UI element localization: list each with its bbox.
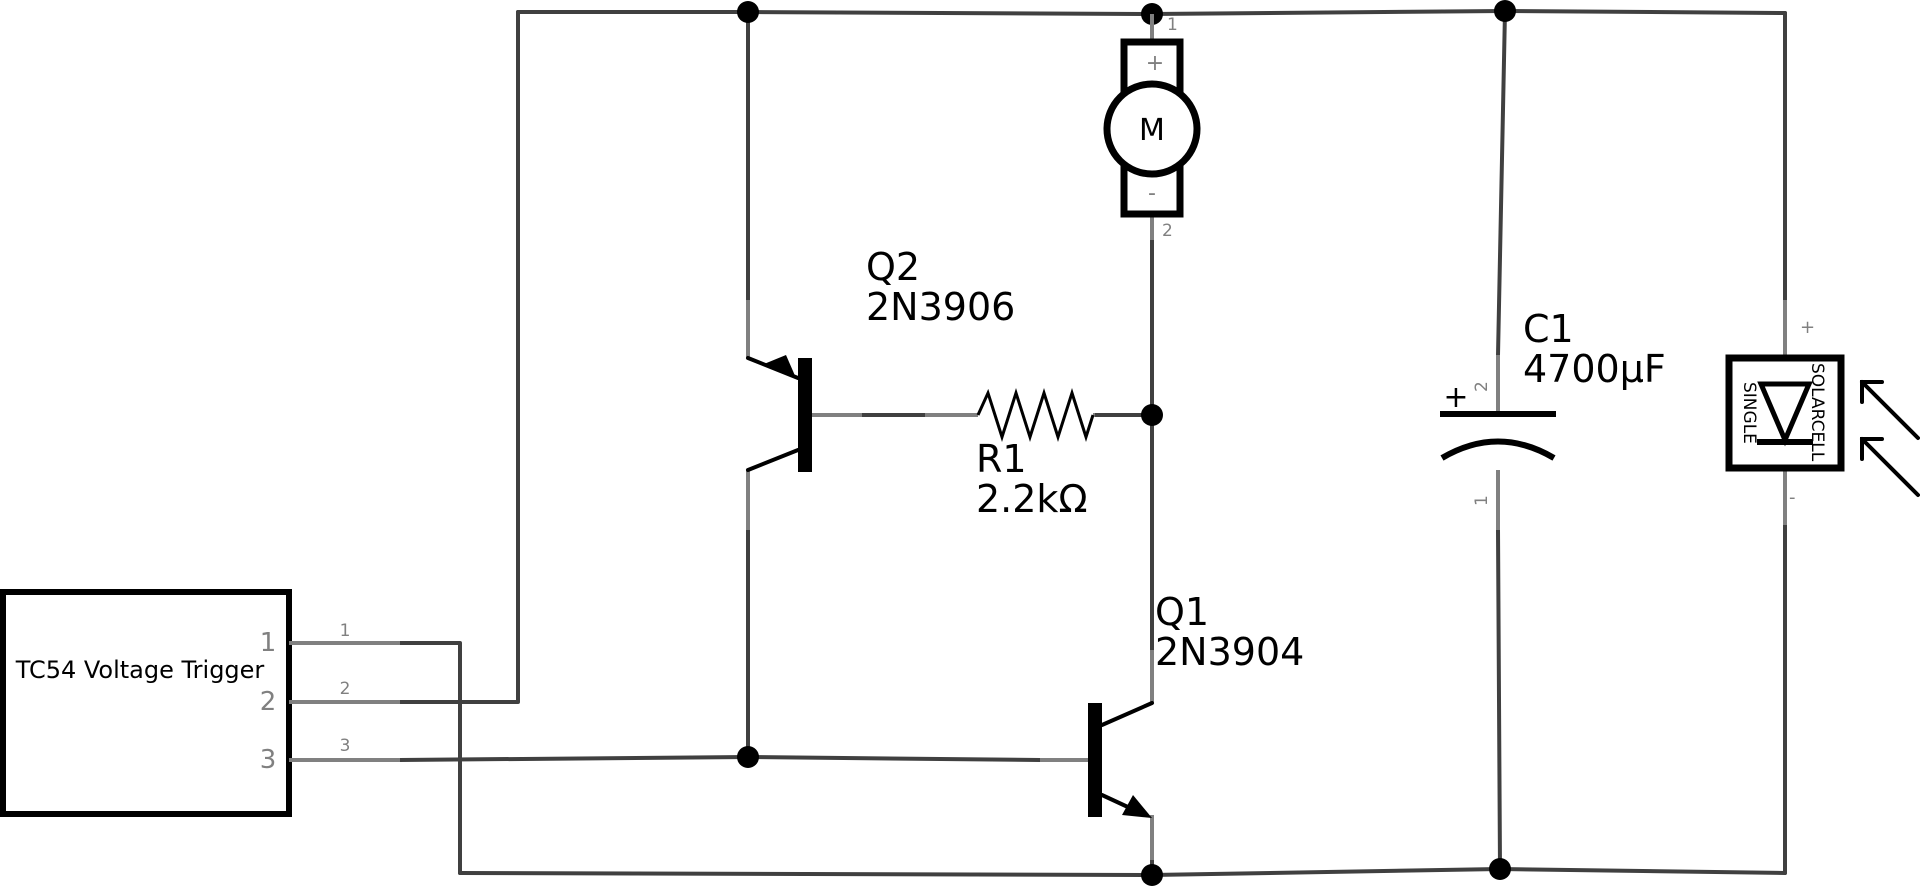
solar-minus-sign: - [1789,487,1796,508]
r1-value: 2.2kΩ [976,477,1087,521]
trigger-body [0,589,292,817]
transistor-q2: Q2 2N3906 [746,245,1015,530]
wire-pin3-base [398,755,1042,762]
q1-collector-leg [1100,701,1154,727]
junction-node [1489,858,1511,880]
q1-emitter-arrow [1122,795,1152,818]
wires [398,9,1787,877]
tc54-voltage-trigger: TC54 Voltage Trigger 1 2 3 1 2 3 [0,589,400,817]
motor: M + - 1 2 [1103,14,1201,241]
r1-zigzag [976,388,1095,442]
wire-pin2-feed [398,10,520,704]
c1-plus-sign: + [1443,380,1468,415]
motor-circle [1103,80,1201,178]
wire-c1-top [1496,9,1507,357]
junction-node [1494,0,1516,22]
motor-symbol: M [1139,113,1165,148]
wire-bottom-rail [458,867,1787,877]
solar-label-solarcell: SOLARCELL [1807,363,1827,462]
wire-pin1-return [398,641,462,875]
q2-emitter-arrow [764,355,796,378]
q1-part: 2N3904 [1155,630,1304,674]
q2-part: 2N3906 [866,285,1015,329]
motor-plus-sign: + [1146,51,1164,76]
transistor-q1: Q1 2N3904 [1040,590,1304,860]
motor-minus-sign: - [1148,181,1156,206]
q2-ref: Q2 [866,245,920,289]
wire-c1-bottom [1496,528,1502,871]
resistor-r1: R1 2.2kΩ [925,388,1095,521]
r1-ref: R1 [976,437,1027,481]
solar-plus-sign: + [1800,317,1815,338]
trigger-label: TC54 Voltage Trigger [15,656,265,684]
trigger-pin-3-label: 3 [260,745,277,775]
q1-base-bar [1088,703,1102,817]
junction-node [1141,404,1163,426]
light-arrow-line [1860,380,1920,440]
c1-value: 4700µF [1523,347,1666,391]
capacitor-c1: + 2 1 C1 4700µF [1440,307,1666,530]
junction-node [737,746,759,768]
q1-emitter-leg [1100,793,1132,810]
c1-pin-1-label: 1 [1472,495,1492,506]
motor-pin-1-label: 1 [1167,15,1178,35]
trigger-pin-1-label: 1 [260,628,277,658]
junction-node [1141,864,1163,886]
trigger-pin-1-number: 1 [340,621,351,641]
c1-plate-curved [1440,438,1556,461]
trigger-pin-2-label: 2 [260,687,277,717]
solar-label-single: SINGLE [1739,382,1759,444]
trigger-pin-3-number: 3 [340,736,351,756]
light-arrow-head [1860,380,1884,404]
light-arrows-icon [1860,380,1920,497]
light-arrow-line [1860,437,1920,497]
junctions [737,0,1516,886]
q2-base-bar [798,358,812,472]
motor-pin-2-label: 2 [1162,221,1173,241]
c1-ref: C1 [1523,307,1574,351]
solar-diode-triangle [1757,381,1813,447]
q1-ref: Q1 [1155,590,1209,634]
c1-pin-2-label: 2 [1472,381,1492,392]
junction-node [737,1,759,23]
light-arrow-head [1860,437,1884,461]
q2-collector-leg [746,448,800,472]
trigger-pin-2-number: 2 [340,679,351,699]
solar-cell: SOLARCELL SINGLE + - [1725,300,1920,525]
